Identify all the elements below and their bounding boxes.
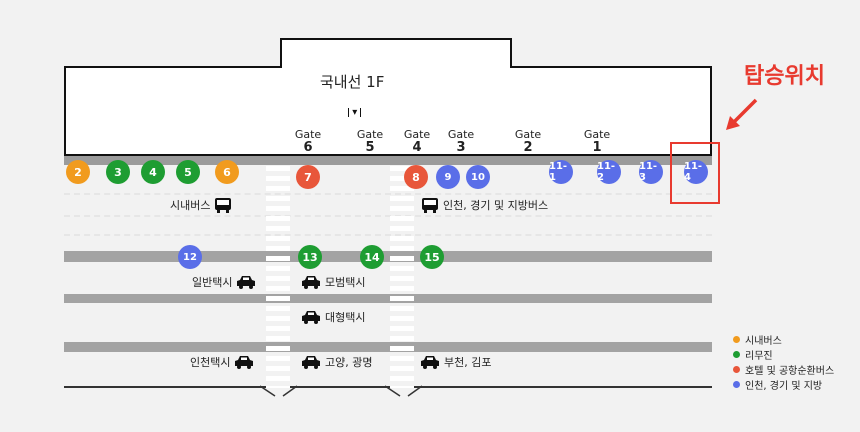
crosswalk-ramp bbox=[259, 385, 423, 397]
lane-dash-1 bbox=[64, 193, 712, 195]
city-bus-label: 시내버스 bbox=[170, 197, 232, 213]
legend-limousine: 리무진 bbox=[733, 347, 773, 362]
terminal-main-hall bbox=[64, 114, 712, 156]
median-2 bbox=[64, 294, 712, 303]
taxi-icon bbox=[302, 276, 320, 289]
lane-dash-2 bbox=[64, 215, 712, 217]
bus-icon bbox=[422, 198, 438, 213]
deluxe-taxi-label: 모범택시 bbox=[301, 274, 365, 290]
stop-8: 8 bbox=[404, 165, 428, 189]
stop-2: 2 bbox=[66, 160, 90, 184]
stop-5: 5 bbox=[176, 160, 200, 184]
curb bbox=[64, 156, 712, 165]
taxi-icon bbox=[237, 276, 256, 289]
crosswalk-right bbox=[390, 166, 414, 388]
stop-12: 12 bbox=[178, 245, 202, 269]
stop-10: 10 bbox=[466, 165, 490, 189]
legend-incheon: 인천, 경기 및 지방 bbox=[733, 377, 822, 392]
lane-dash-3 bbox=[64, 234, 712, 236]
taxi-icon bbox=[302, 311, 320, 324]
incheon-taxi-label: 인천택시 bbox=[190, 354, 254, 370]
terminal-fill-top bbox=[282, 40, 510, 80]
taxi-icon bbox=[235, 356, 254, 369]
terminal-title: 국내선 1F bbox=[320, 73, 385, 91]
stop-9: 9 bbox=[436, 165, 460, 189]
edge-line bbox=[64, 386, 712, 388]
stop-11-1: 11-1 bbox=[549, 160, 573, 184]
bucheon-taxi-label: 부천, 김포 bbox=[420, 354, 491, 370]
stop-13: 13 bbox=[298, 245, 322, 269]
boarding-position-label: 탑승위치 bbox=[744, 64, 825, 89]
stop-14: 14 bbox=[360, 245, 384, 269]
stop-3: 3 bbox=[106, 160, 130, 184]
goyang-taxi-label: 고양, 광명 bbox=[301, 354, 372, 370]
stop-15: 15 bbox=[420, 245, 444, 269]
stop-11-3: 11-3 bbox=[639, 160, 663, 184]
boarding-position-box bbox=[670, 142, 720, 204]
legend-hotel-bus: 호텔 및 공항순환버스 bbox=[733, 362, 834, 377]
entrance-mark: ▾ bbox=[348, 107, 362, 119]
arrow-icon bbox=[726, 98, 758, 130]
stop-6: 6 bbox=[215, 160, 239, 184]
taxi-icon bbox=[302, 356, 320, 369]
legend-city-bus: 시내버스 bbox=[733, 332, 782, 347]
crosswalk-left bbox=[266, 166, 290, 388]
median-3 bbox=[64, 342, 712, 352]
incheon-bus-label: 인천, 경기 및 지방버스 bbox=[421, 197, 548, 213]
large-taxi-label: 대형택시 bbox=[301, 309, 365, 325]
stop-7: 7 bbox=[296, 165, 320, 189]
stop-4: 4 bbox=[141, 160, 165, 184]
stop-11-4: 11-4 bbox=[684, 160, 708, 184]
taxi-icon bbox=[421, 356, 439, 369]
bus-icon bbox=[215, 198, 232, 213]
stop-11-2: 11-2 bbox=[597, 160, 621, 184]
regular-taxi-label: 일반택시 bbox=[192, 274, 256, 290]
median-1 bbox=[64, 251, 712, 262]
